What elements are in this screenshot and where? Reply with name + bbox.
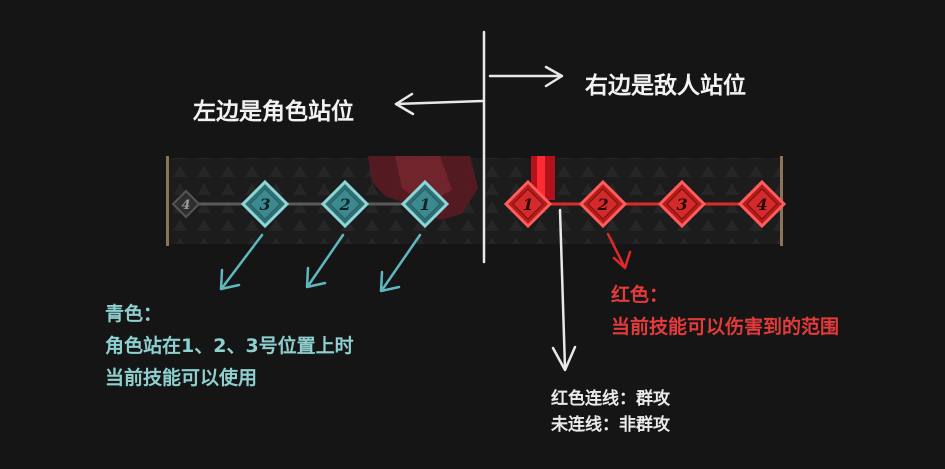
heading-enemy-positions: 右边是敌人站位 bbox=[585, 73, 746, 99]
enemy-slot-rank: 2 bbox=[596, 195, 608, 214]
enemy-slot-3: 3 bbox=[657, 179, 707, 229]
enemy-slot-rank: 1 bbox=[522, 195, 533, 214]
arrow-right-icon bbox=[488, 65, 564, 88]
enemy-slot-1: 1 bbox=[503, 179, 553, 229]
cyan-arrow-icon bbox=[219, 233, 264, 291]
cyan-line-1: 角色站在1、2、3号位置上时 bbox=[105, 335, 354, 357]
ally-slot-rank: 2 bbox=[338, 195, 350, 214]
legend-line-aoe: 红色连线：群攻 bbox=[551, 389, 670, 409]
enemy-slot-rank: 4 bbox=[756, 195, 767, 214]
ally-slot-4: 4 bbox=[171, 189, 201, 219]
cyan-title: 青色： bbox=[105, 303, 163, 325]
ally-slot-1: 1 bbox=[400, 179, 450, 229]
heading-ally-positions: 左边是角色站位 bbox=[193, 99, 354, 125]
arrow-down-icon bbox=[551, 208, 577, 372]
ally-slot-2: 2 bbox=[320, 179, 370, 229]
enemy-slot-rank: 3 bbox=[676, 195, 687, 214]
red-title: 红色： bbox=[611, 284, 669, 306]
ally-slot-rank: 3 bbox=[259, 195, 270, 214]
cyan-arrow-icon bbox=[305, 233, 345, 289]
ally-slot-rank: 1 bbox=[419, 195, 430, 214]
red-explanation: 红色： 当前技能可以伤害到的范围 bbox=[611, 279, 839, 343]
enemy-slot-4: 4 bbox=[737, 179, 787, 229]
ally-slot-rank: 4 bbox=[181, 198, 190, 213]
enemy-slot-2: 2 bbox=[578, 179, 628, 229]
enemy-portrait-highlight bbox=[537, 156, 545, 200]
red-line-1: 当前技能可以伤害到的范围 bbox=[611, 316, 840, 338]
arrow-left-icon bbox=[394, 92, 484, 116]
legend-line-single: 未连线：非群攻 bbox=[551, 415, 670, 435]
track-left-border bbox=[166, 156, 169, 246]
red-arrow-icon bbox=[606, 232, 632, 270]
cyan-explanation: 青色： 角色站在1、2、3号位置上时 当前技能可以使用 bbox=[105, 298, 354, 394]
cyan-arrow-icon bbox=[379, 233, 422, 293]
cyan-line-2: 当前技能可以使用 bbox=[105, 367, 258, 389]
ally-slot-3: 3 bbox=[240, 179, 290, 229]
connector-legend: 红色连线：群攻 未连线：非群攻 bbox=[551, 386, 670, 438]
